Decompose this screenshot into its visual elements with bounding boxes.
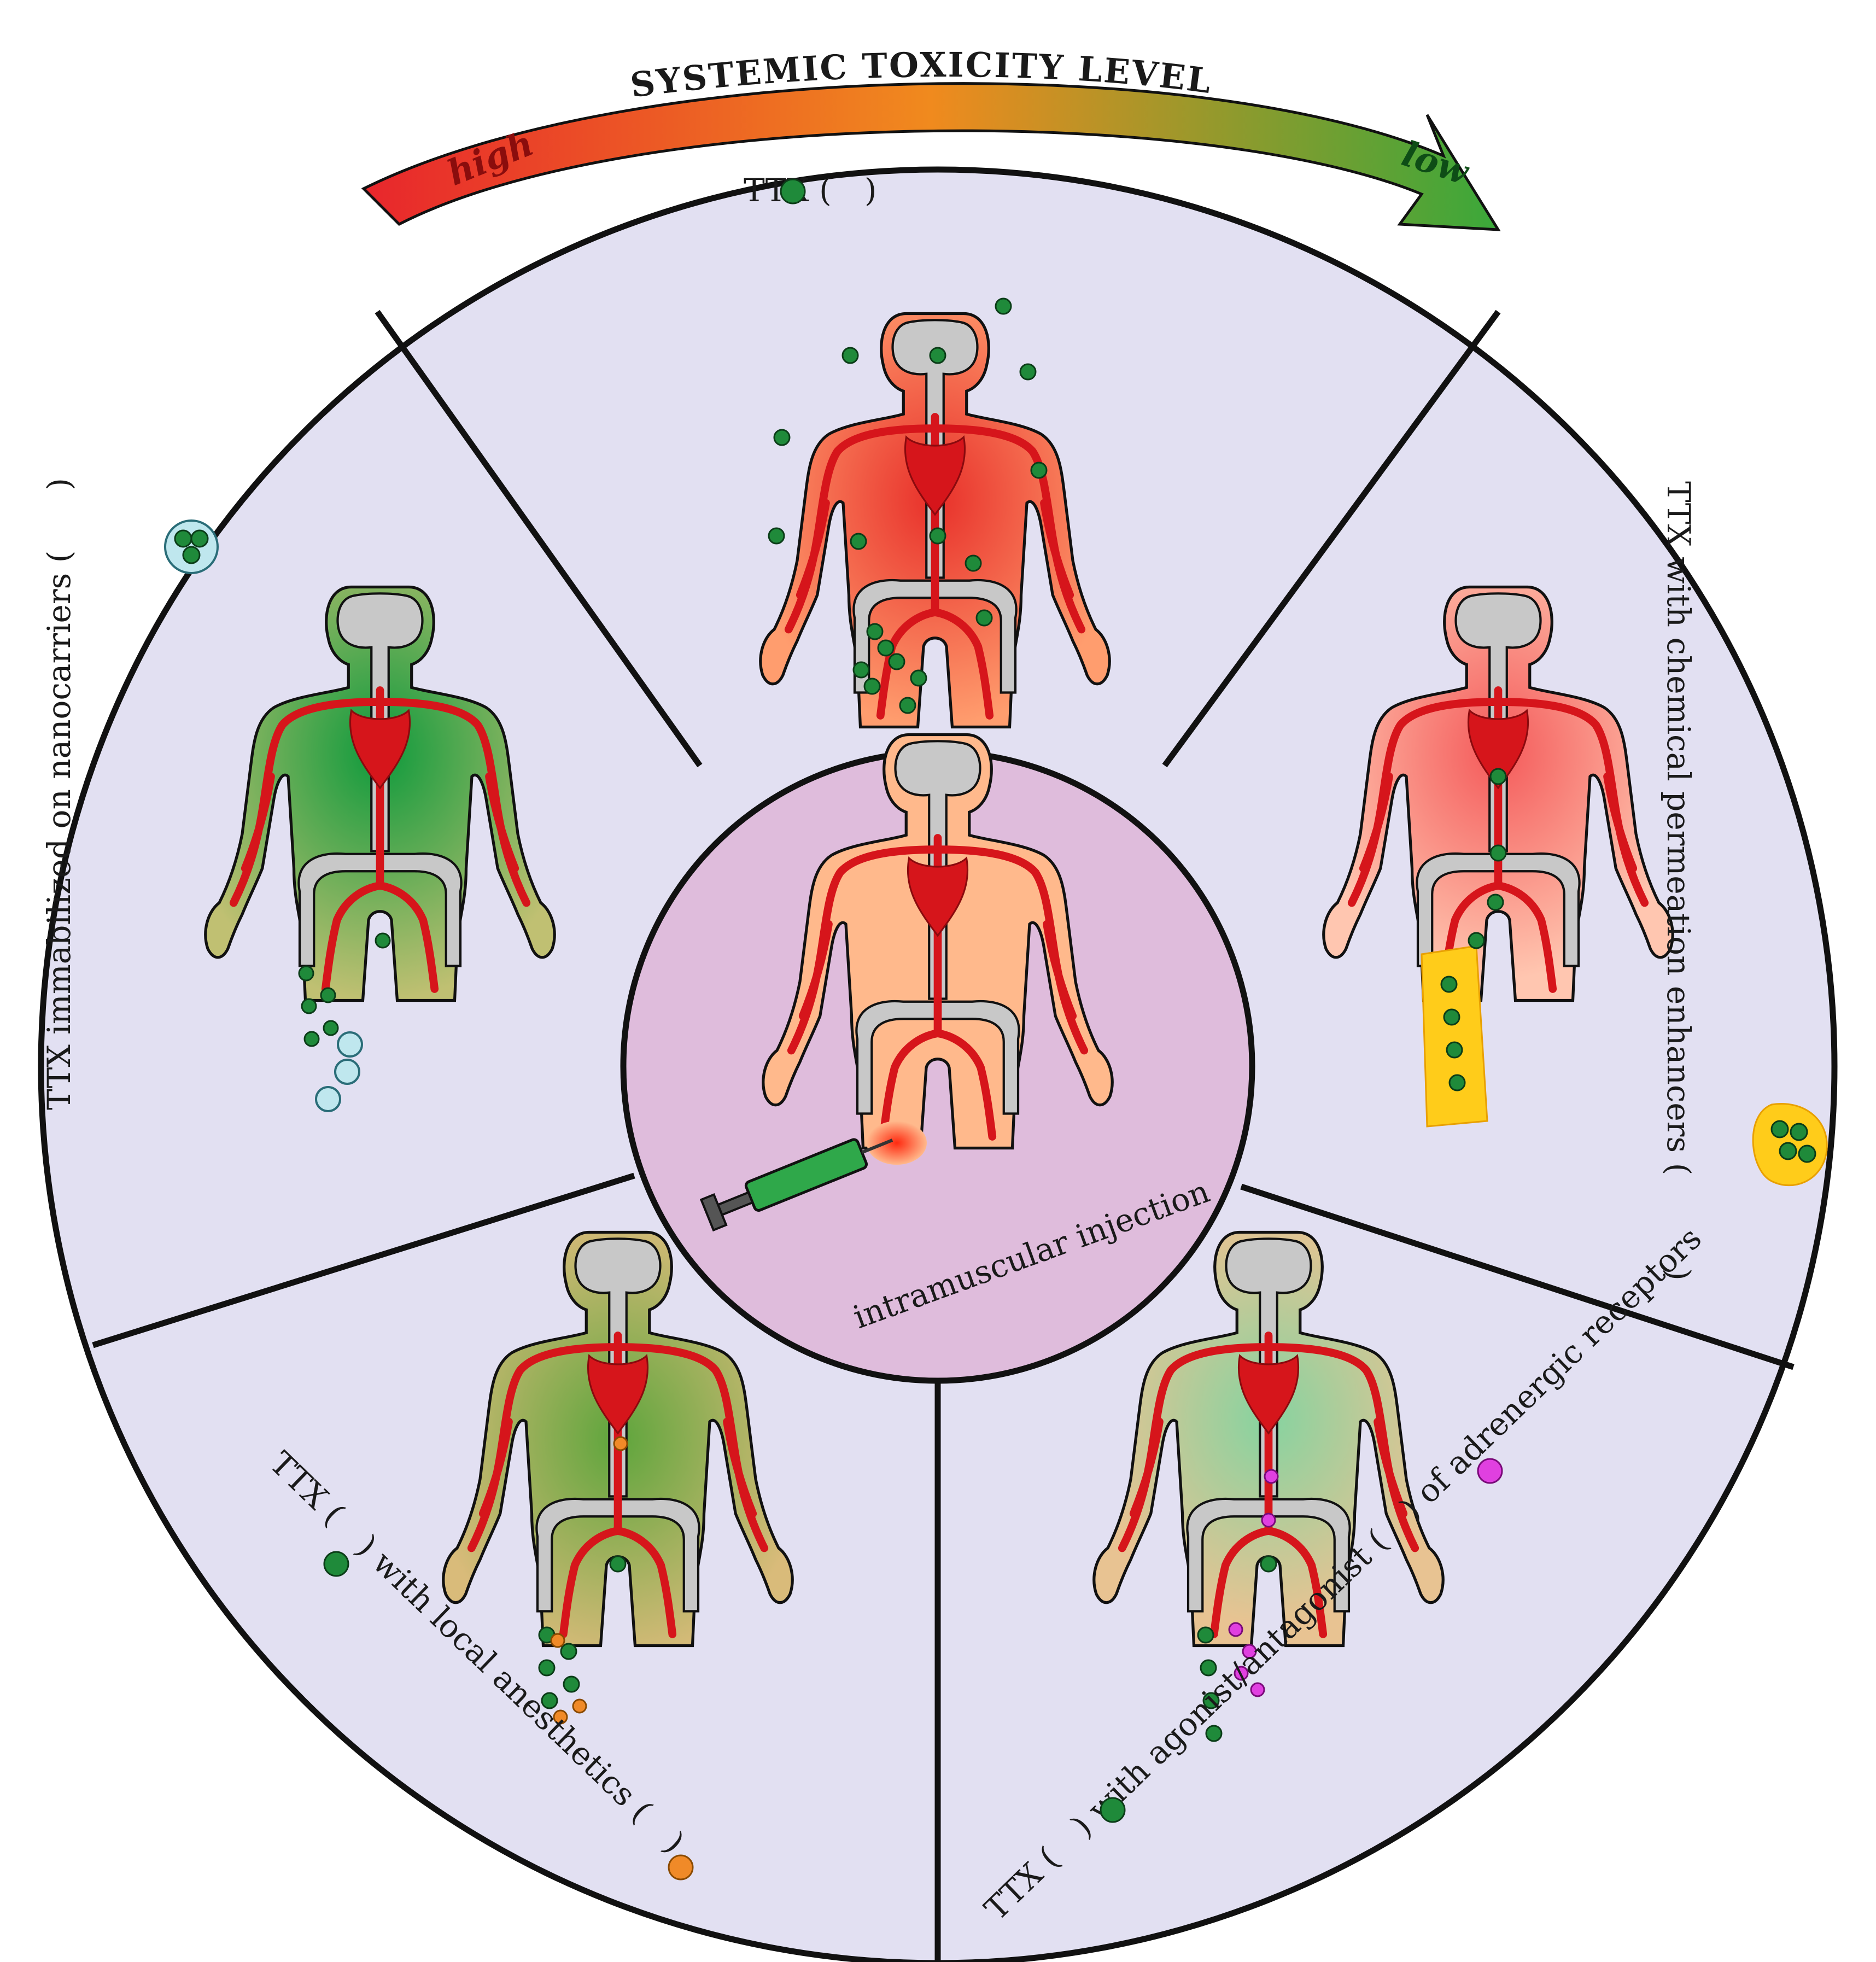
segment-chemical: TTX with chemical permeation enhancers (… <box>1324 481 1828 1281</box>
adrenergic-agonist-dots <box>1228 1469 1279 1697</box>
ttx-dot-icon <box>780 178 806 205</box>
segment-ttx: TTX () <box>744 172 1109 727</box>
enhancer-region <box>1421 945 1488 1128</box>
enhancer-cluster-icon <box>1752 1103 1828 1187</box>
center-circle: intramuscular injection <box>620 735 1255 1384</box>
chemical-dots <box>1440 768 1507 1091</box>
anesthetics-ttx-icon <box>323 1551 349 1577</box>
nanocarrier-ttx-dots <box>298 932 391 1047</box>
anesthetic-icon <box>668 1854 694 1881</box>
adrenergic-ttx-dots <box>1197 1555 1277 1742</box>
adrenergic-ttx-icon <box>1100 1797 1126 1823</box>
nanocarriers-label: TTX immabilized on nanocarriers () <box>40 478 78 1110</box>
anesthetics-dots <box>550 1436 628 1725</box>
systemic-toxicity-arrow: SYSTEMIC TOXICITY LEVEL high low <box>361 45 1501 231</box>
segment-nanocarriers: TTX immabilized on nanocarriers () <box>40 478 554 1112</box>
nanocarrier-particles <box>315 1031 363 1112</box>
agonist-icon <box>1477 1458 1503 1484</box>
chemical-label: TTX with chemical permeation enhancers (… <box>1660 481 1697 1281</box>
nanocarrier-icon <box>164 519 219 574</box>
ttx-dots <box>768 297 1048 714</box>
syringe-icon <box>699 1138 893 1232</box>
injection-site <box>867 1121 927 1165</box>
